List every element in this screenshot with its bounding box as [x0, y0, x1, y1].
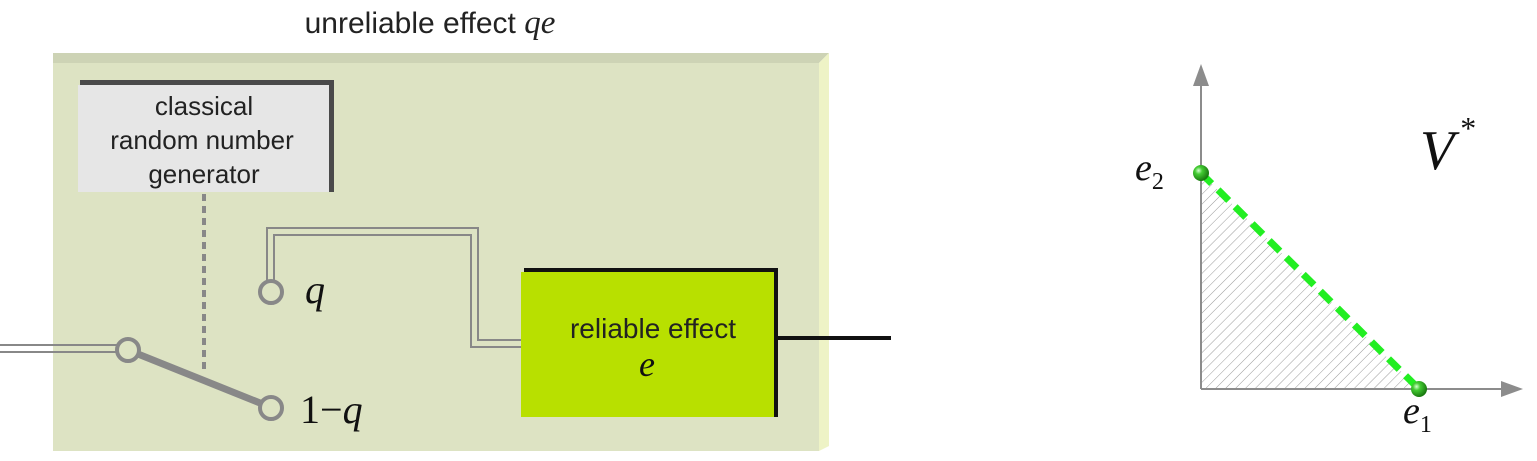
axes [1193, 64, 1523, 397]
diagram-title: unreliable effect qe [305, 5, 556, 41]
boundary-dashed-line [1198, 170, 1422, 392]
unreliable-effect-diagram: unreliable effect qe classical random nu… [0, 5, 891, 451]
y-axis-arrow [1193, 64, 1209, 86]
reliable-effect-symbol: e [639, 344, 655, 384]
label-v-star: V* [1420, 110, 1476, 182]
rng-label-line3: generator [148, 159, 260, 189]
rng-label-line1: classical [155, 91, 253, 121]
reliable-effect-label: reliable effect [570, 313, 736, 344]
point-e1 [1411, 381, 1427, 397]
label-q: q [305, 267, 325, 312]
input-wire [0, 344, 117, 353]
label-e1: e1 [1403, 390, 1432, 438]
label-e2: e2 [1135, 147, 1164, 195]
dual-space-plot: e2 e1 V* [1135, 64, 1523, 438]
terminal-q [258, 279, 284, 305]
rng-label-line2: random number [110, 125, 294, 155]
reliable-effect-box: reliable effect e [521, 268, 778, 417]
switch-pivot [115, 337, 141, 363]
rng-box: classical random number generator [78, 80, 334, 192]
q-wire [266, 227, 522, 348]
terminal-1-minus-q [258, 395, 284, 421]
switch-lever [126, 346, 272, 411]
x-axis-arrow [1501, 381, 1523, 397]
point-e2 [1193, 165, 1209, 181]
label-1-minus-q: 1−q [300, 387, 363, 432]
